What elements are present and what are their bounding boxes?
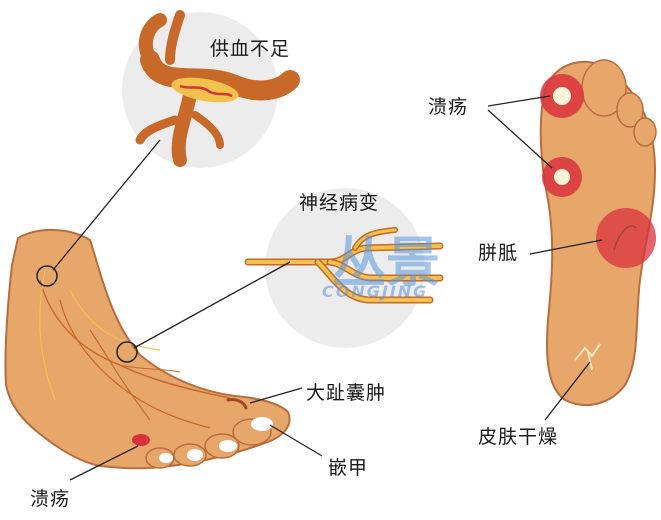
label-ischemia: 供血不足 bbox=[210, 38, 291, 60]
nerve-icon bbox=[244, 227, 444, 304]
label-neuropathy: 神经病变 bbox=[299, 192, 380, 214]
watermark-subtitle: CONGJING bbox=[322, 282, 429, 301]
foot-sole-view bbox=[539, 59, 657, 406]
blood-vessel-icon bbox=[135, 10, 300, 167]
watermark-logo: 丛景 bbox=[332, 231, 440, 294]
foot-ulcer-mark bbox=[132, 434, 150, 446]
label-bunion: 大趾囊肿 bbox=[306, 382, 387, 404]
label-ingrown-nail: 嵌甲 bbox=[328, 457, 369, 479]
label-ulcer-foot: 溃疡 bbox=[30, 488, 71, 510]
label-callus: 胼胝 bbox=[478, 242, 519, 264]
label-ulcer-sole: 溃疡 bbox=[428, 96, 469, 118]
label-dry-skin: 皮肤干燥 bbox=[478, 426, 559, 448]
foot-side-view bbox=[4, 228, 291, 470]
